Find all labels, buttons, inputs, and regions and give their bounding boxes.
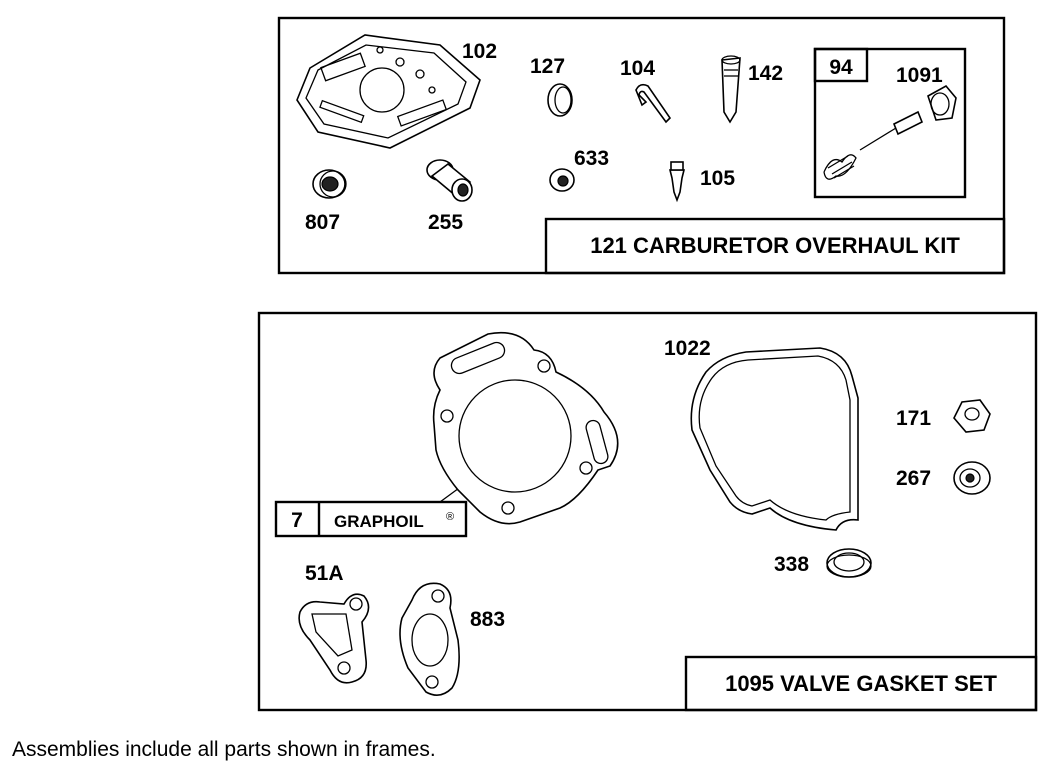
graphoil-number: 7 [291,509,303,532]
part-104-pin [635,83,672,124]
part-127-plug [547,83,573,117]
cylinder-head-gasket [432,331,619,525]
part-171-nut [953,399,991,433]
part-142-tube [721,55,741,124]
part-633-washer [549,168,575,192]
label-338: 338 [774,553,809,576]
label-105: 105 [700,167,735,190]
label-1022: 1022 [664,337,711,360]
label-51a: 51A [305,562,344,585]
label-883: 883 [470,608,505,631]
valve-gasket-set-title: 1095 VALVE GASKET SET [725,671,997,696]
part-807-seal [312,169,347,199]
part-1022-valve-cover-gasket [690,347,859,531]
label-255: 255 [428,211,463,234]
label-633: 633 [574,147,609,170]
label-1091: 1091 [896,64,943,87]
part-51a-gasket [298,593,370,684]
footnote: Assemblies include all parts shown in fr… [12,738,436,761]
sub-kit-number: 94 [829,56,853,79]
label-104: 104 [620,57,655,80]
registered-mark: ® [446,511,454,523]
part-102-gasket-plate [296,34,481,149]
part-883-gasket [399,582,460,696]
label-807: 807 [305,211,340,234]
label-142: 142 [748,62,783,85]
carburetor-kit-title: 121 CARBURETOR OVERHAUL KIT [590,233,960,258]
carburetor-kit-frame: 121 CARBURETOR OVERHAUL KIT 94 [277,16,1006,275]
label-171: 171 [896,407,931,430]
part-267-grommet [953,461,991,495]
part-1091-screw-assembly [823,84,957,180]
label-267: 267 [896,467,931,490]
label-127: 127 [530,55,565,78]
valve-gasket-set-frame: 1095 VALVE GASKET SET [257,311,1038,712]
graphoil-callout: 7 GRAPHOIL ® [274,479,471,538]
part-255-bushing [426,159,473,202]
sub-kit-frame [813,47,967,199]
label-102: 102 [462,40,497,63]
part-338-seal [826,548,872,578]
graphoil-label: GRAPHOIL [334,512,424,531]
part-105-needle [668,161,686,203]
